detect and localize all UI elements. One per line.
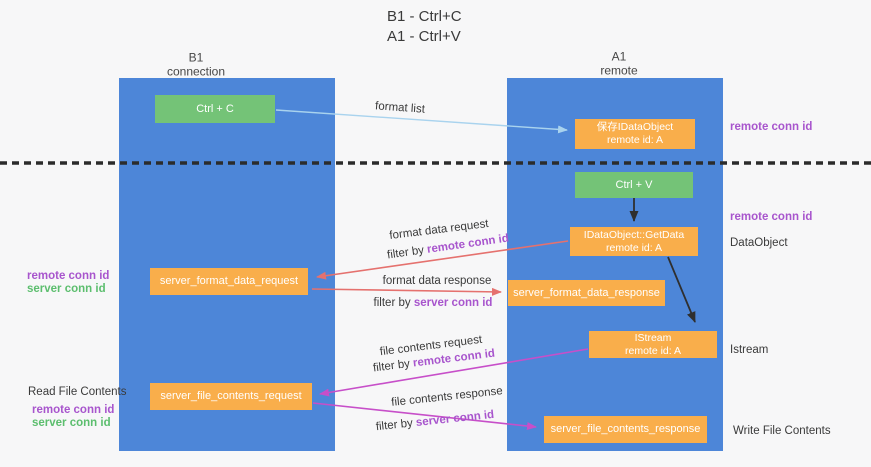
lane-b1-role: connection <box>166 64 226 78</box>
annotation-left-server-conn-id-bottom: server conn id <box>32 416 111 429</box>
node-server-format-data-request: server_format_data_request <box>150 268 308 295</box>
title-line-1: B1 - Ctrl+C <box>387 8 462 25</box>
annotation-left-remote-conn-id-bottom: remote conn id <box>32 404 115 416</box>
label-format-data-response-filter: filter by server conn id <box>374 297 493 309</box>
arrow-format-data-response <box>311 287 502 296</box>
annotation-remote-conn-id-top: remote conn id <box>730 121 813 133</box>
label-file-contents-response-filter: filter by server conn id <box>375 409 494 433</box>
node-server-format-data-request-label: server_format_data_request <box>159 275 299 287</box>
node-ctrl-v: Ctrl + V <box>575 172 693 198</box>
node-istream-remote-id: remote id: A <box>624 344 682 357</box>
label-server-conn-id-key: server conn id <box>415 408 495 429</box>
label-format-list: format list <box>374 100 426 116</box>
node-save-idataobject: 保存IDataObject remote id: A <box>575 119 695 149</box>
node-server-file-contents-request: server_file_contents_request <box>150 383 312 410</box>
node-ctrl-c: Ctrl + C <box>155 95 275 123</box>
label-filter-by-prefix: filter by <box>386 243 428 262</box>
annotation-read-file-contents: Read File Contents <box>28 386 127 398</box>
lane-header-a1: A1 remote <box>600 49 638 78</box>
node-istream: IStream remote id: A <box>589 331 717 358</box>
node-server-file-contents-response-label: server_file_contents_response <box>550 423 701 435</box>
node-save-idataobject-remote-id: remote id: A <box>606 134 664 146</box>
annotation-dataobject: DataObject <box>730 237 788 249</box>
annotation-left-remote-conn-id-mid: remote conn id <box>27 270 110 282</box>
lane-a1-role: remote <box>600 63 638 77</box>
annotation-conn-ids-bottom: remote conn id server conn id <box>32 404 114 429</box>
label-filter-by-prefix: filter by <box>372 357 414 375</box>
node-server-file-contents-request-label: server_file_contents_request <box>160 390 302 402</box>
node-server-format-data-response: server_format_data_response <box>508 280 665 306</box>
annotation-left-server-conn-id-mid: server conn id <box>27 282 106 295</box>
label-file-contents-response: file contents response <box>390 385 504 409</box>
node-server-format-data-response-label: server_format_data_response <box>513 286 660 299</box>
label-format-data-response: format data response <box>382 275 492 287</box>
lane-b1-name: B1 <box>188 50 204 65</box>
label-server-conn-id-key: server conn id <box>413 297 493 309</box>
node-server-file-contents-response: server_file_contents_response <box>544 416 707 443</box>
title-line-2: A1 - Ctrl+V <box>387 28 461 45</box>
label-filter-by-prefix: filter by <box>373 297 414 309</box>
lane-a1-name: A1 <box>611 49 627 64</box>
annotation-remote-conn-id-mid: remote conn id <box>730 211 813 223</box>
annotation-write-file-contents: Write File Contents <box>733 425 831 437</box>
node-save-idataobject-title: 保存IDataObject <box>596 121 674 133</box>
lane-header-b1: B1 connection <box>166 50 226 79</box>
node-istream-title: IStream <box>634 331 672 344</box>
diagram-title: B1 - Ctrl+C A1 - Ctrl+V <box>387 7 462 47</box>
node-ctrl-v-label: Ctrl + V <box>615 178 653 191</box>
annotation-istream: Istream <box>730 344 769 356</box>
annotation-conn-ids-mid: remote conn id server conn id <box>27 270 109 295</box>
label-filter-by-prefix: filter by <box>375 417 417 434</box>
node-idataobject-getdata-title: IDataObject::GetData <box>583 228 685 241</box>
node-idataobject-getdata-remote-id: remote id: A <box>605 241 663 254</box>
node-ctrl-c-label: Ctrl + C <box>196 102 234 115</box>
node-idataobject-getdata: IDataObject::GetData remote id: A <box>570 227 698 256</box>
